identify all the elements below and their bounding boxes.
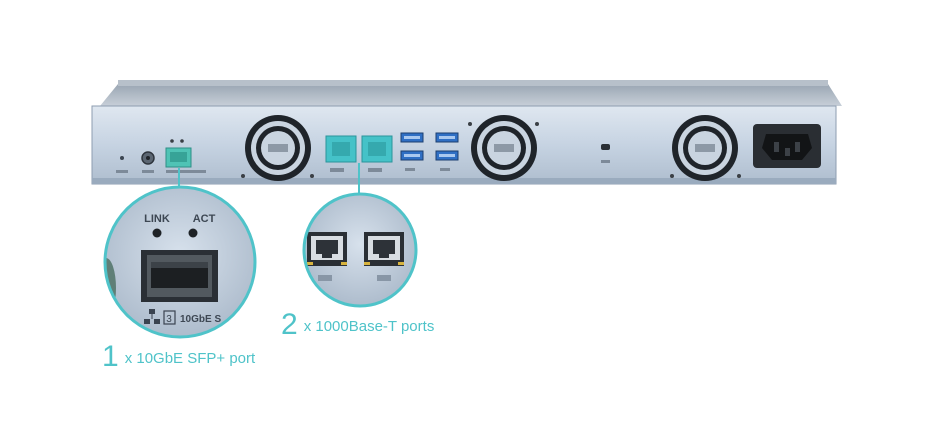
- act-label: ACT: [193, 213, 216, 225]
- port-number-label: 3: [166, 314, 172, 325]
- power-inlet: [753, 124, 821, 168]
- callout-lan-count: 2: [281, 308, 298, 341]
- fan-middle: [468, 115, 539, 181]
- lan-port-2: [364, 232, 404, 266]
- zoom-circle-lan: [302, 192, 418, 308]
- callout-lan: 2 x 1000Base-T ports: [281, 308, 434, 342]
- fan-left: [241, 115, 314, 181]
- callout-sfp-label: x 10GbE SFP+ port: [124, 350, 256, 367]
- callout-lan-label: x 1000Base-T ports: [303, 318, 435, 335]
- power-jack: [141, 151, 155, 173]
- security-lock-slot: [601, 144, 610, 163]
- sfp-port-small: [165, 139, 206, 173]
- callout-sfp: 1 x 10GbE SFP+ port: [102, 340, 255, 374]
- link-label: LINK: [144, 213, 170, 225]
- zoom-circle-sfp: LINK ACT 3 10GbE S: [103, 185, 257, 339]
- usb-ports: [400, 132, 459, 171]
- port-type-label: 10GbE S: [180, 314, 221, 325]
- network-icon: [144, 309, 160, 324]
- chassis-top: [100, 80, 842, 106]
- fan-right: [670, 115, 741, 181]
- callout-sfp-count: 1: [102, 340, 119, 373]
- lan-port-1: [307, 232, 347, 266]
- callout-connectors: [178, 163, 360, 194]
- lan-ports-small: [325, 135, 393, 172]
- reset-button: [116, 156, 128, 173]
